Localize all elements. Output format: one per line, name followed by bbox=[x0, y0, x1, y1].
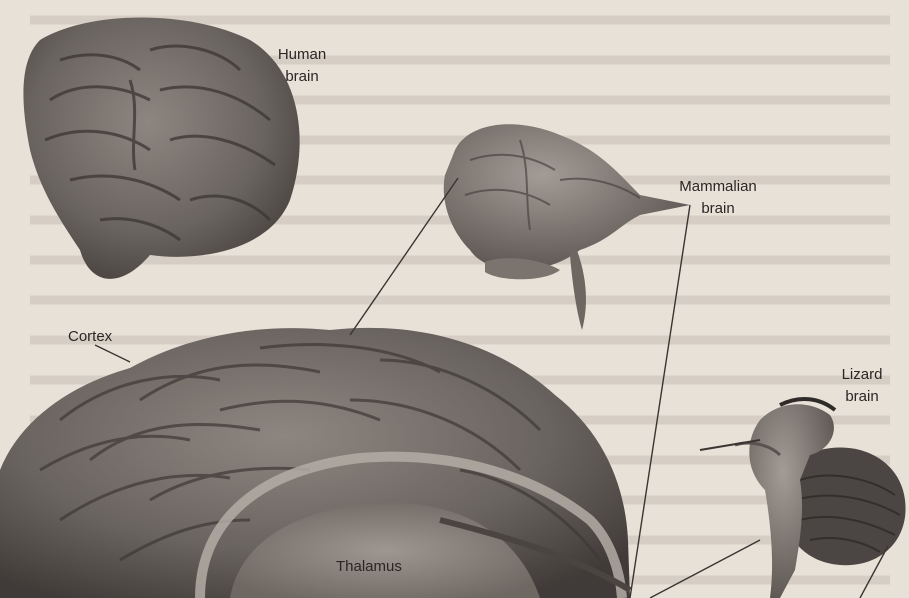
mammalian-brain-label-line2: brain bbox=[668, 198, 768, 220]
human-brain-label: Human brain bbox=[272, 44, 332, 88]
human-brain-label-line2: brain bbox=[272, 66, 332, 88]
mammalian-brain-label: Mammalian brain bbox=[668, 176, 768, 220]
thalamus-label: Thalamus bbox=[336, 556, 402, 578]
lizard-brain-label: Lizard brain bbox=[834, 364, 890, 408]
human-brain-image bbox=[23, 18, 299, 279]
large-brain-section bbox=[0, 328, 630, 598]
human-brain-label-line1: Human bbox=[272, 44, 332, 66]
cortex-label: Cortex bbox=[68, 326, 112, 348]
lizard-brain-label-line1: Lizard bbox=[834, 364, 890, 386]
mammalian-brain-label-line1: Mammalian bbox=[668, 176, 768, 198]
lizard-brain-label-line2: brain bbox=[834, 386, 890, 408]
